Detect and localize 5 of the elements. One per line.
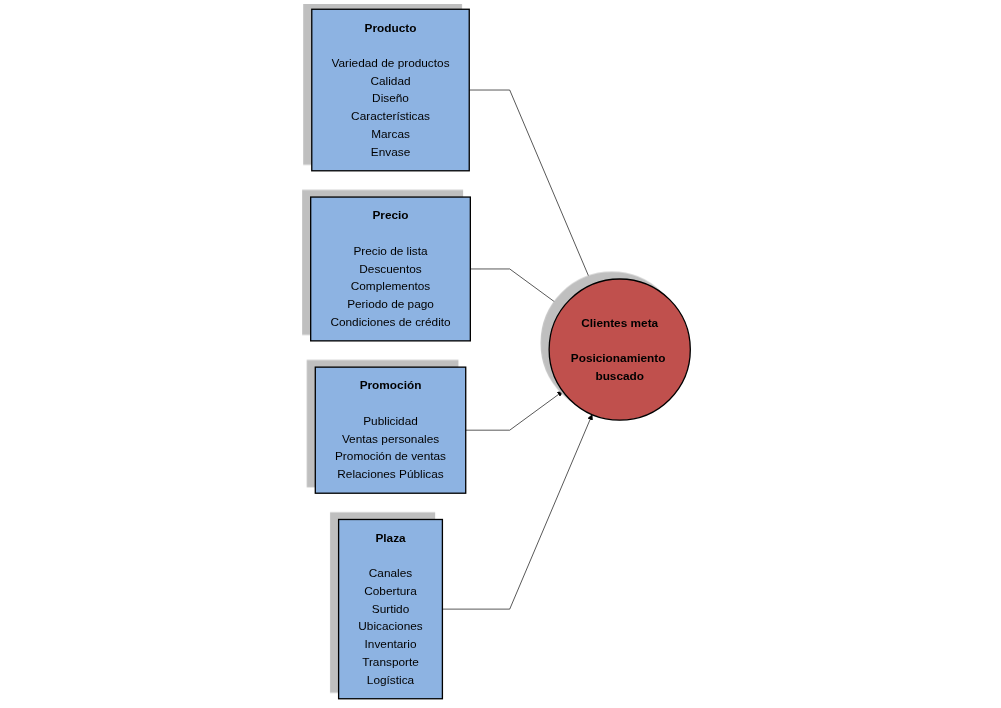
node-box: Precio Precio de lista Descuentos Complementos Periodo de pago Condiciones de crédito <box>310 196 471 342</box>
node-circle: Clientes meta Posicionamiento buscado <box>548 278 691 421</box>
node-box: Plaza Canales Cobertura Surtido Ubicaciones Inventario Transporte Logística <box>337 518 444 700</box>
node-box: Producto Variedad de productos Calidad Diseño Características Marcas Envase <box>311 8 470 172</box>
node-box: Promoción Publicidad Ventas personales Promoción de ventas Relaciones Públicas <box>314 366 467 494</box>
